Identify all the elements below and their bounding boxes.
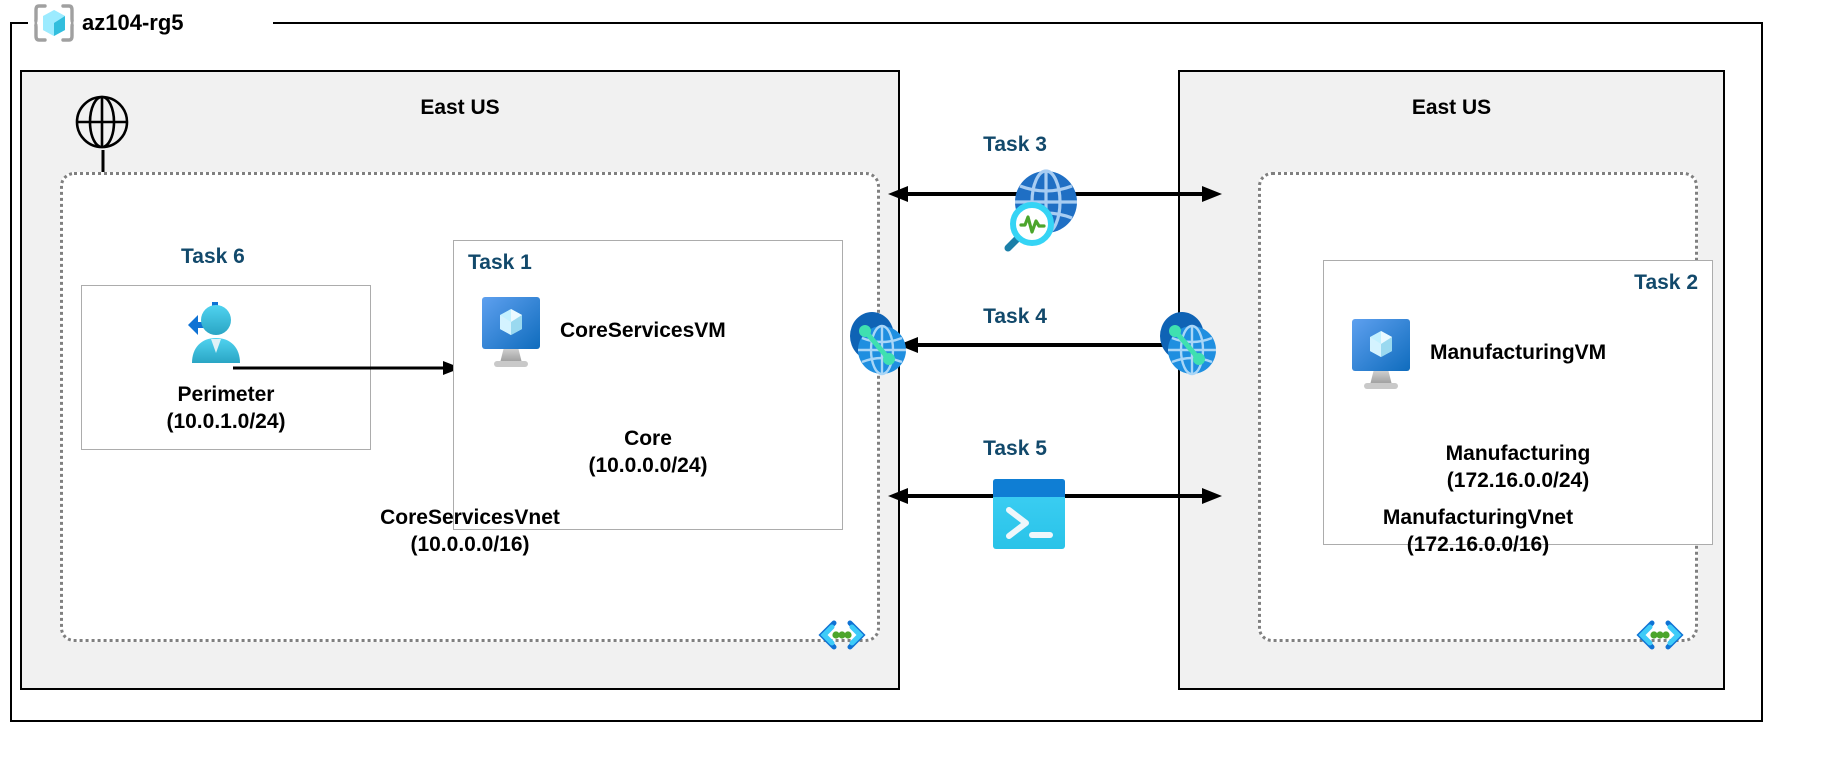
task-label-4: Task 4	[983, 305, 1047, 328]
task-label-1: Task 1	[468, 251, 532, 274]
vm-name-manufacturing: ManufacturingVM	[1430, 341, 1607, 364]
vm-manufacturing: ManufacturingVM	[1346, 315, 1606, 391]
vnet-label-manufacturing: ManufacturingVnet (172.16.0.0/16)	[1382, 506, 1574, 556]
globe-internet-icon	[74, 94, 130, 150]
resource-group-name: az104-rg5	[82, 10, 184, 35]
arrow-perimeter-to-core	[233, 357, 463, 379]
vm-name-core-services: CoreServicesVM	[560, 319, 726, 342]
region-box-east-us-left: East US	[20, 70, 900, 690]
virtual-machine-icon	[1346, 315, 1416, 391]
resource-group-title: az104-rg5	[33, 4, 184, 42]
subnet-box-core: Task 1	[453, 240, 843, 530]
virtual-machine-icon	[476, 293, 546, 369]
task-label-3: Task 3	[983, 133, 1047, 156]
task-label-2: Task 2	[1634, 271, 1698, 294]
vnet-box-core-services: Perimeter (10.0.1.0/24) Task 6 Task 1	[60, 172, 880, 650]
task-label-5: Task 5	[983, 437, 1047, 460]
user-login-icon	[168, 300, 244, 372]
virtual-network-icon	[817, 617, 867, 653]
region-label-right: East US	[1411, 96, 1492, 119]
task-label-6: Task 6	[181, 245, 245, 268]
region-box-east-us-right: East US Task 2	[1178, 70, 1725, 690]
azure-resource-group-icon	[33, 4, 75, 42]
subnet-caption-perimeter: Perimeter (10.0.1.0/24)	[166, 383, 286, 433]
cloud-shell-terminal-icon	[992, 478, 1066, 550]
virtual-network-icon	[1635, 617, 1685, 653]
subnet-box-manufacturing: Task 2	[1323, 260, 1713, 545]
subnet-caption-core: Core (10.0.0.0/24)	[588, 427, 708, 477]
vnet-peering-endpoint-icon-left	[842, 308, 912, 378]
network-watcher-icon	[988, 168, 1080, 256]
vnet-box-manufacturing: Task 2	[1258, 172, 1713, 650]
vnet-peering-endpoint-icon-right	[1152, 308, 1222, 378]
vm-core-services: CoreServicesVM	[476, 293, 726, 369]
subnet-caption-manufacturing: Manufacturing (172.16.0.0/24)	[1445, 442, 1591, 492]
vnet-label-core-services: CoreServicesVnet (10.0.0.0/16)	[380, 506, 560, 556]
resource-group-title-gap	[28, 8, 273, 38]
region-label-left: East US	[420, 96, 500, 119]
